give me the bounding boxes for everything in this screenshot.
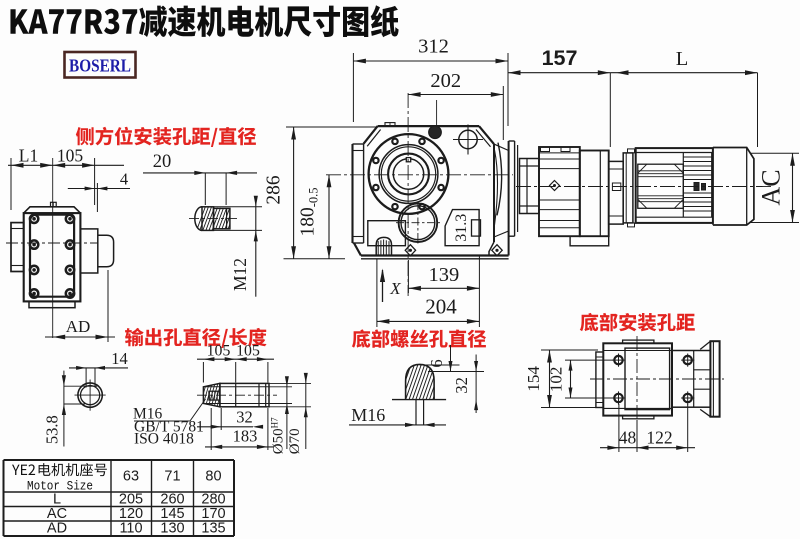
svg-text:312: 312 — [418, 36, 449, 58]
svg-text:X: X — [389, 279, 401, 298]
svg-text:286: 286 — [264, 175, 285, 205]
svg-text:AC: AC — [47, 506, 67, 522]
svg-text:L: L — [676, 48, 689, 70]
svg-text:71: 71 — [164, 469, 180, 485]
svg-text:102: 102 — [547, 367, 566, 393]
svg-text:105: 105 — [207, 343, 231, 360]
svg-text:M16: M16 — [351, 405, 385, 425]
svg-text:GB/T 5781: GB/T 5781 — [134, 419, 204, 436]
svg-text:135: 135 — [201, 521, 225, 537]
svg-text:48: 48 — [619, 428, 637, 448]
svg-text:Motor Size: Motor Size — [27, 479, 93, 494]
svg-text:80: 80 — [205, 469, 221, 485]
svg-text:105: 105 — [236, 343, 260, 360]
svg-text:AD: AD — [47, 521, 67, 537]
svg-text:BOSERL: BOSERL — [69, 56, 131, 76]
svg-text:AD: AD — [66, 317, 91, 336]
svg-text:14: 14 — [111, 349, 128, 368]
svg-text:280: 280 — [201, 492, 225, 508]
svg-text:157: 157 — [542, 46, 578, 70]
svg-text:120: 120 — [119, 506, 143, 522]
svg-text:32: 32 — [236, 408, 253, 427]
svg-text:260: 260 — [160, 492, 184, 508]
svg-text:6: 6 — [427, 359, 446, 367]
svg-text:M16: M16 — [133, 406, 163, 423]
svg-text:63: 63 — [123, 469, 139, 485]
svg-text:L1: L1 — [19, 146, 38, 166]
svg-text:105: 105 — [57, 146, 84, 166]
svg-text:31.3: 31.3 — [453, 214, 470, 242]
svg-text:Ø70: Ø70 — [287, 428, 303, 454]
svg-text:4: 4 — [120, 170, 128, 189]
svg-text:53.8: 53.8 — [43, 415, 62, 444]
svg-text:139: 139 — [429, 264, 460, 286]
svg-text:122: 122 — [646, 428, 672, 448]
svg-text:130: 130 — [160, 521, 184, 537]
svg-text:L: L — [53, 492, 61, 508]
svg-text:32: 32 — [452, 377, 471, 394]
svg-text:202: 202 — [430, 70, 461, 92]
svg-text:20: 20 — [153, 152, 172, 172]
svg-text:145: 145 — [160, 506, 184, 522]
svg-text:M12: M12 — [230, 258, 250, 291]
svg-text:205: 205 — [119, 492, 143, 508]
svg-text:170: 170 — [201, 506, 225, 522]
svg-text:183: 183 — [233, 427, 258, 446]
svg-text:154: 154 — [524, 366, 543, 392]
svg-text:204: 204 — [425, 295, 457, 319]
svg-text:110: 110 — [119, 521, 142, 537]
svg-text:AC: AC — [757, 169, 786, 205]
svg-text:ISO 4018: ISO 4018 — [134, 431, 194, 448]
